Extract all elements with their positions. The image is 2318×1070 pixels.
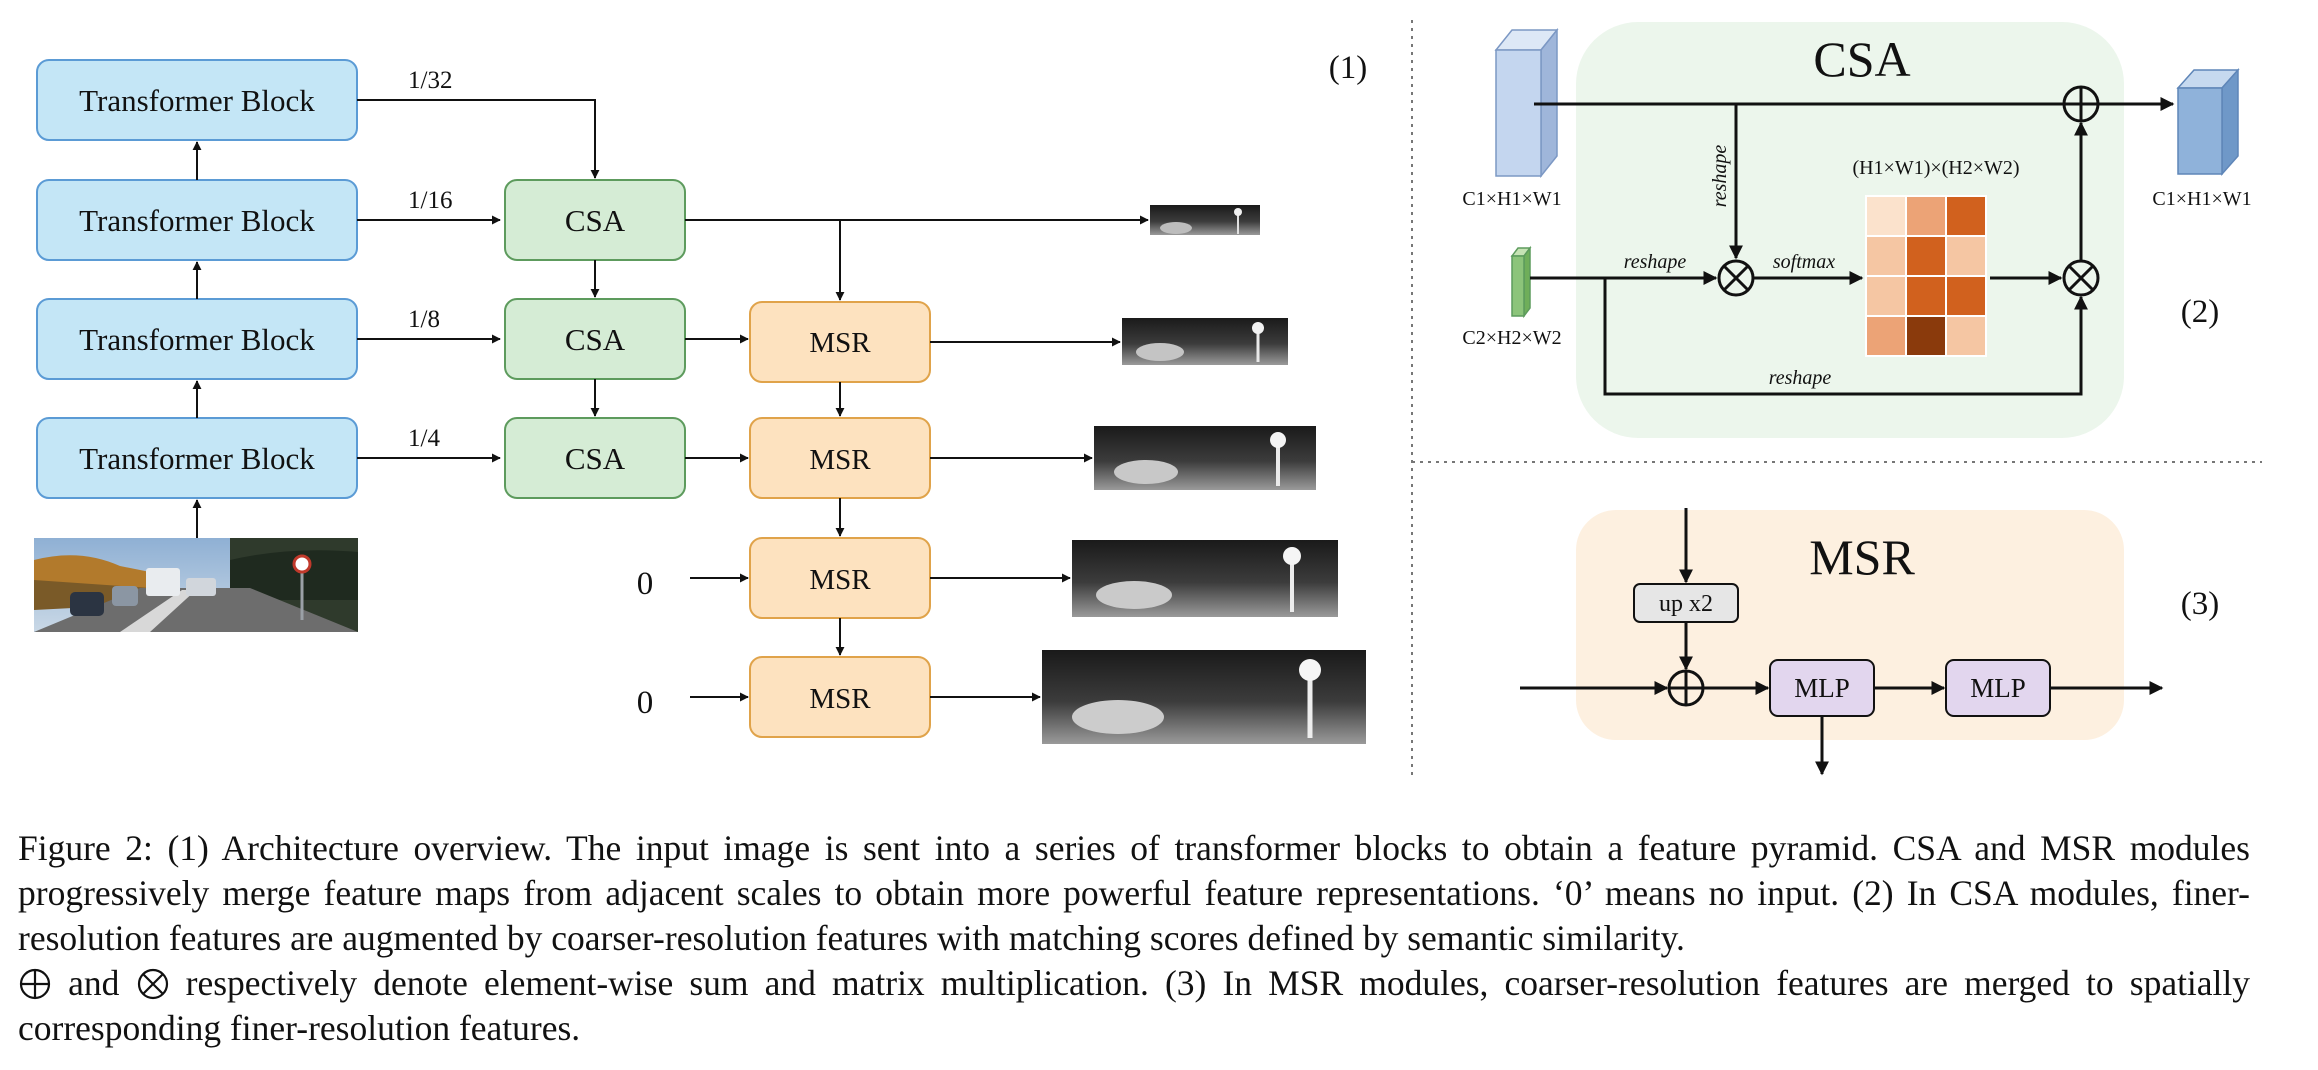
transformer-block-label: Transformer Block: [79, 83, 315, 118]
csa-matrix-dims: (H1×W1)×(H2×W2): [1852, 157, 2019, 179]
sum-symbol-icon: [19, 968, 51, 1000]
csa-output-dims: C1×H1×W1: [2152, 188, 2251, 210]
transformer-block-label: Transformer Block: [79, 322, 315, 357]
zero-input-2: 0: [637, 685, 654, 721]
transformer-block-label: Transformer Block: [79, 203, 315, 238]
matmul-symbol-icon: [137, 968, 168, 1000]
csa-reshape-bottom: reshape: [1769, 367, 1832, 389]
csa-attention-matrix: [1865, 195, 1987, 357]
msr-mlp-1: MLP: [1769, 659, 1875, 717]
msr-upsample-label: up x2: [1659, 591, 1713, 617]
depth-map-1-4: [1094, 426, 1316, 490]
msr-box-label: MSR: [809, 683, 871, 715]
msr-box-label: MSR: [809, 444, 871, 476]
csa-reshape-left: reshape: [1624, 251, 1687, 273]
msr-upsample-box: up x2: [1633, 583, 1739, 623]
msr-box-4: MSR: [749, 656, 931, 738]
csa-box-label: CSA: [565, 441, 626, 476]
caption-part-1: Figure 2: (1) Architecture overview. The…: [18, 828, 2250, 958]
msr-mlp-2: MLP: [1945, 659, 2051, 717]
csa-reshape-vertical: reshape: [1709, 145, 1731, 208]
csa-box-2: CSA: [504, 298, 686, 380]
depth-map-1-8: [1122, 318, 1288, 365]
scale-label-1-4: 1/4: [408, 425, 440, 452]
caption-part-2: respectively denote element-wise sum and…: [18, 963, 2251, 1048]
transformer-block-2: Transformer Block: [36, 298, 358, 380]
msr-sum-op: [1667, 669, 1705, 707]
scale-label-1-32: 1/32: [408, 67, 452, 94]
figure-canvas: (1) Transformer Block Transformer Block …: [34, 20, 2262, 776]
panel-label-1: (1): [1329, 50, 1367, 86]
transformer-block-label: Transformer Block: [79, 441, 315, 476]
caption-and: and: [68, 963, 120, 1003]
msr-box-label: MSR: [809, 327, 871, 359]
msr-box-2: MSR: [749, 417, 931, 499]
csa-box-label: CSA: [565, 203, 626, 238]
msr-mlp-2-label: MLP: [1970, 673, 2026, 703]
panel-label-2: (2): [2181, 294, 2219, 330]
scale-label-1-16: 1/16: [408, 187, 452, 214]
msr-mlp-1-label: MLP: [1794, 673, 1850, 703]
csa-input-feature-2: [1510, 245, 1532, 319]
panel-label-3: (3): [2181, 586, 2219, 622]
csa-sum-op: [2062, 85, 2100, 123]
csa-input1-dims: C1×H1×W1: [1462, 188, 1561, 210]
msr-box-3: MSR: [749, 537, 931, 619]
input-image: [34, 538, 358, 632]
depth-map-full: [1042, 650, 1366, 744]
depth-map-1-16: [1150, 205, 1260, 235]
transformer-block-1: Transformer Block: [36, 417, 358, 499]
csa-box-label: CSA: [565, 322, 626, 357]
zero-input-1: 0: [637, 566, 654, 602]
msr-detail-title: MSR: [1809, 529, 1915, 585]
transformer-block-4: Transformer Block: [36, 59, 358, 141]
architecture-figure: (1) Transformer Block Transformer Block …: [34, 20, 2262, 776]
csa-box-1: CSA: [504, 179, 686, 261]
csa-softmax-label: softmax: [1773, 251, 1835, 273]
csa-detail-title: CSA: [1813, 31, 1910, 87]
figure-caption: Figure 2: (1) Architecture overview. The…: [18, 826, 2250, 1051]
transformer-block-3: Transformer Block: [36, 179, 358, 261]
msr-box-label: MSR: [809, 564, 871, 596]
msr-box-1: MSR: [749, 301, 931, 383]
csa-input2-dims: C2×H2×W2: [1462, 327, 1561, 349]
depth-map-1-2: [1072, 540, 1338, 617]
csa-output-feature: [2176, 68, 2240, 176]
csa-box-3: CSA: [504, 417, 686, 499]
scale-label-1-8: 1/8: [408, 306, 440, 333]
